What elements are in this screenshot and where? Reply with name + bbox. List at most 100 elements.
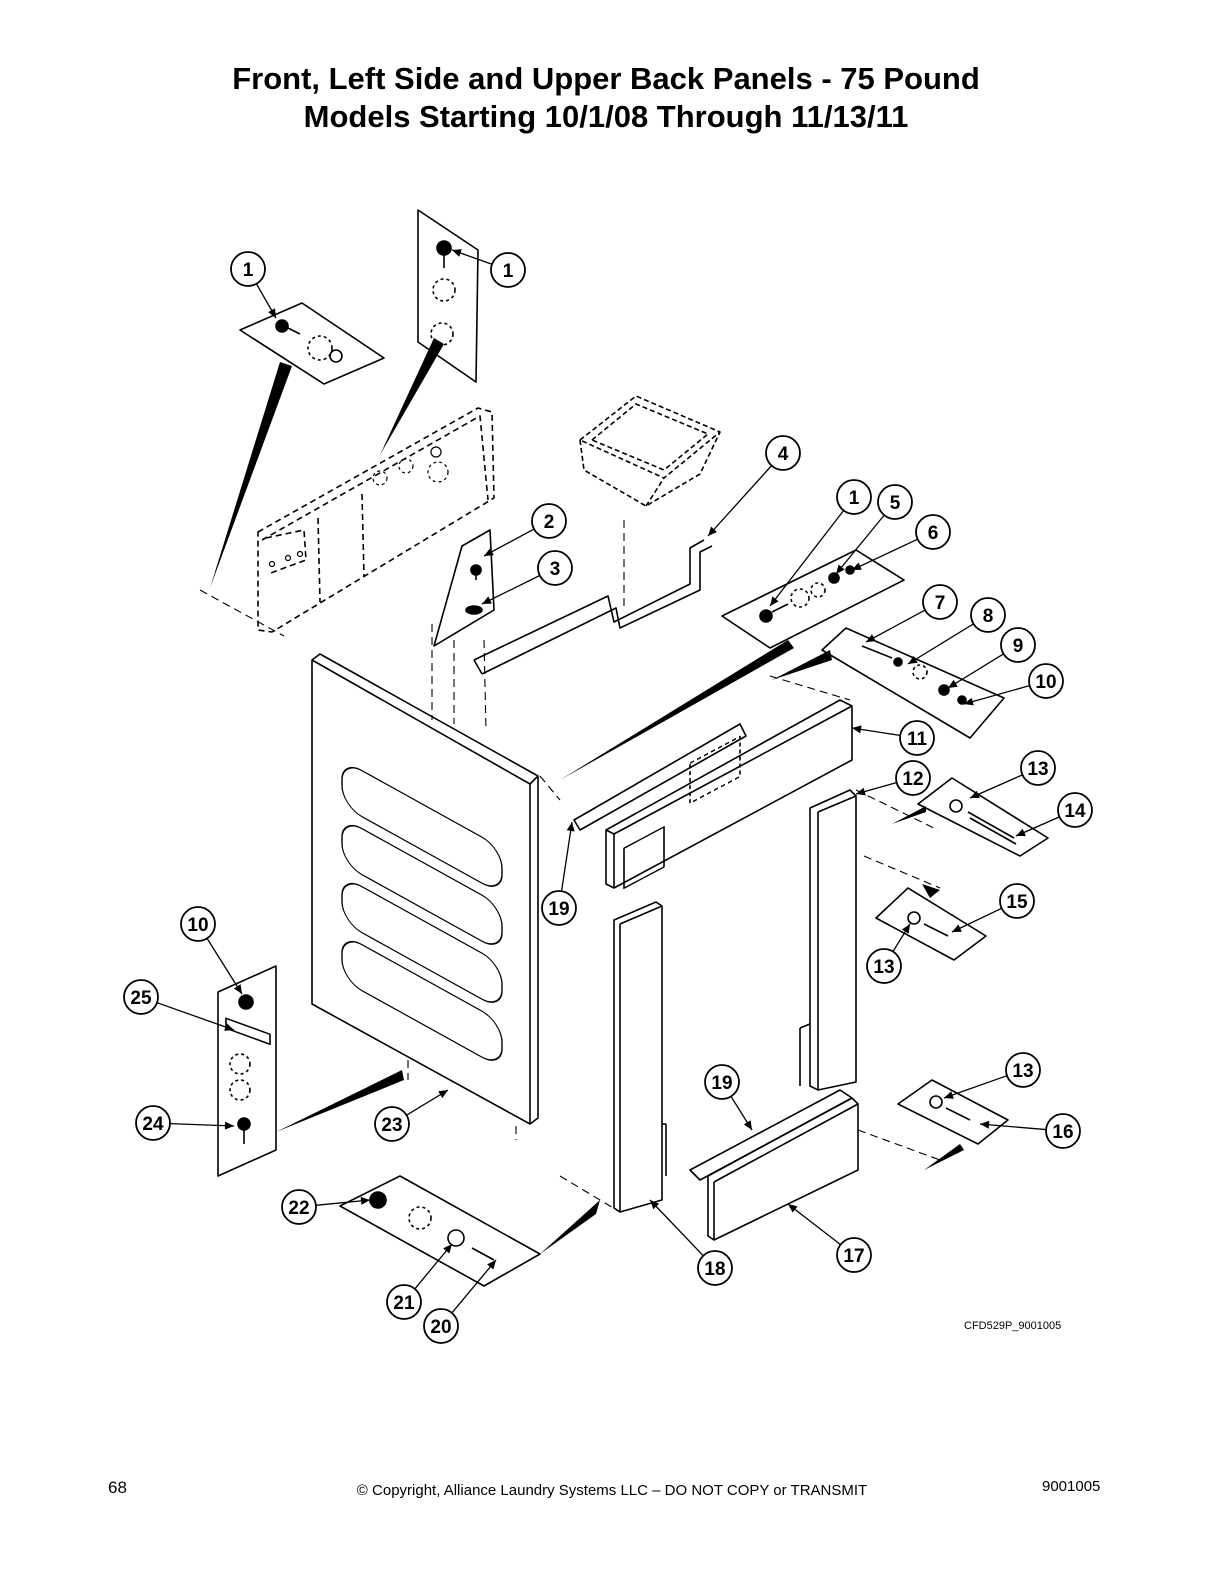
- callout-arrow-19: [566, 822, 575, 832]
- detail-box-screw-left: [239, 302, 385, 385]
- callout-label: 21: [393, 1293, 415, 1314]
- callout-arrow-2: [484, 548, 494, 556]
- callout-leader-2: [483, 528, 535, 557]
- callout-leader-13: [969, 774, 1023, 799]
- copyright-notice: © Copyright, Alliance Laundry Systems LL…: [356, 1482, 868, 1499]
- callout-6: 6: [915, 514, 951, 550]
- bottom-panel-17: [689, 1089, 859, 1241]
- callout-19: 19: [541, 890, 577, 926]
- callout-label: 13: [873, 957, 894, 978]
- callout-balloon: [1057, 792, 1093, 828]
- callout-arrow-5: [836, 564, 845, 574]
- callout-1: 1: [490, 252, 526, 288]
- callout-label: 23: [381, 1115, 402, 1136]
- detail-box-7-10: [821, 627, 1005, 739]
- callout-label: 25: [130, 988, 152, 1009]
- front-panel-23: [311, 653, 539, 1125]
- callout-label: 17: [843, 1246, 864, 1267]
- callout-2: 2: [531, 503, 567, 539]
- callout-23: 23: [374, 1106, 410, 1142]
- callout-21: 21: [386, 1284, 422, 1320]
- callout-label: 12: [902, 769, 923, 790]
- callout-arrow-13: [944, 1091, 954, 1099]
- callout-arrow-3: [482, 596, 492, 604]
- callout-5: 5: [877, 484, 913, 520]
- callout-leader-22: [315, 1199, 371, 1206]
- detail-wedge-5: [892, 806, 926, 824]
- callout-arrow-16: [980, 1120, 990, 1129]
- callout-balloon: [386, 1284, 422, 1320]
- callout-arrow-13: [970, 790, 980, 799]
- callout-label: 1: [503, 261, 514, 282]
- callout-25: 25: [123, 979, 159, 1015]
- callout-arrow-1: [268, 308, 276, 318]
- detail-box-13-16: [897, 1079, 1009, 1145]
- callout-arrow-10: [233, 984, 242, 994]
- callout-arrow-23: [438, 1090, 448, 1099]
- callout-label: 15: [1006, 892, 1028, 913]
- callout-balloon: [1028, 663, 1064, 699]
- callout-balloon: [531, 503, 567, 539]
- callout-label: 14: [1064, 801, 1086, 822]
- callout-13: 13: [1005, 1052, 1041, 1088]
- upper-back-panel-knockouts: [268, 446, 449, 568]
- callout-3: 3: [537, 550, 573, 586]
- page-number: 68: [108, 1478, 127, 1497]
- callout-19: 19: [704, 1064, 740, 1100]
- callout-balloon: [915, 514, 951, 550]
- callout-leader-18: [649, 1199, 704, 1257]
- callout-leader-10: [963, 684, 1030, 705]
- callout-22: 22: [281, 1189, 317, 1225]
- callout-label: 6: [928, 523, 939, 544]
- upper-back-panel: [257, 407, 495, 633]
- callout-leader-4: [707, 465, 773, 537]
- callout-label: 5: [890, 493, 901, 514]
- callout-leader-8: [907, 623, 974, 665]
- callout-label: 1: [243, 260, 254, 281]
- callout-balloon: [281, 1189, 317, 1225]
- side-panel-18: [613, 901, 667, 1213]
- callout-leader-5: [835, 514, 885, 575]
- callout-balloon: [1000, 627, 1036, 663]
- callout-9: 9: [1000, 627, 1036, 663]
- callout-arrow-7: [866, 634, 876, 642]
- callout-arrow-9: [948, 679, 958, 688]
- callout-balloon: [123, 979, 159, 1015]
- callout-leader-7: [865, 609, 926, 643]
- callout-7: 7: [922, 584, 958, 620]
- detail-box-5-6: [721, 549, 905, 649]
- detail-wedge-3: [560, 640, 794, 780]
- detail-box-13-15: [875, 887, 987, 961]
- callout-12: 12: [895, 760, 931, 796]
- callout-label: 11: [907, 729, 928, 750]
- callout-13: 13: [866, 948, 902, 984]
- callout-arrow-1: [452, 249, 462, 257]
- bracket-item-4: [473, 539, 713, 675]
- detail-box-screw-vertical: [417, 209, 479, 383]
- callout-arrow-14: [1016, 828, 1026, 837]
- callout-leader-17: [787, 1203, 841, 1246]
- callout-leader-10: [206, 938, 243, 995]
- callout-label: 9: [1013, 636, 1024, 657]
- callout-balloon: [836, 1237, 872, 1273]
- callout-balloon: [999, 883, 1035, 919]
- callout-label: 22: [288, 1198, 309, 1219]
- callout-24: 24: [135, 1105, 171, 1141]
- callout-balloon: [895, 760, 931, 796]
- callout-balloon: [374, 1106, 410, 1142]
- callout-balloon: [697, 1250, 733, 1286]
- page-title: Front, Left Side and Upper Back Panels -…: [0, 60, 1212, 136]
- callout-arrow-22: [360, 1196, 370, 1205]
- callout-arrow-19: [743, 1120, 752, 1130]
- callout-leader-25: [156, 1002, 235, 1031]
- callout-18: 18: [697, 1250, 733, 1286]
- callout-20: 20: [423, 1308, 459, 1344]
- detail-wedge-6: [922, 884, 940, 898]
- callout-balloon: [423, 1308, 459, 1344]
- callout-balloon: [899, 720, 935, 756]
- callout-label: 1: [849, 488, 860, 509]
- callout-arrow-12: [856, 787, 866, 796]
- callout-leader-6: [851, 538, 918, 571]
- callout-leader-1: [769, 510, 845, 607]
